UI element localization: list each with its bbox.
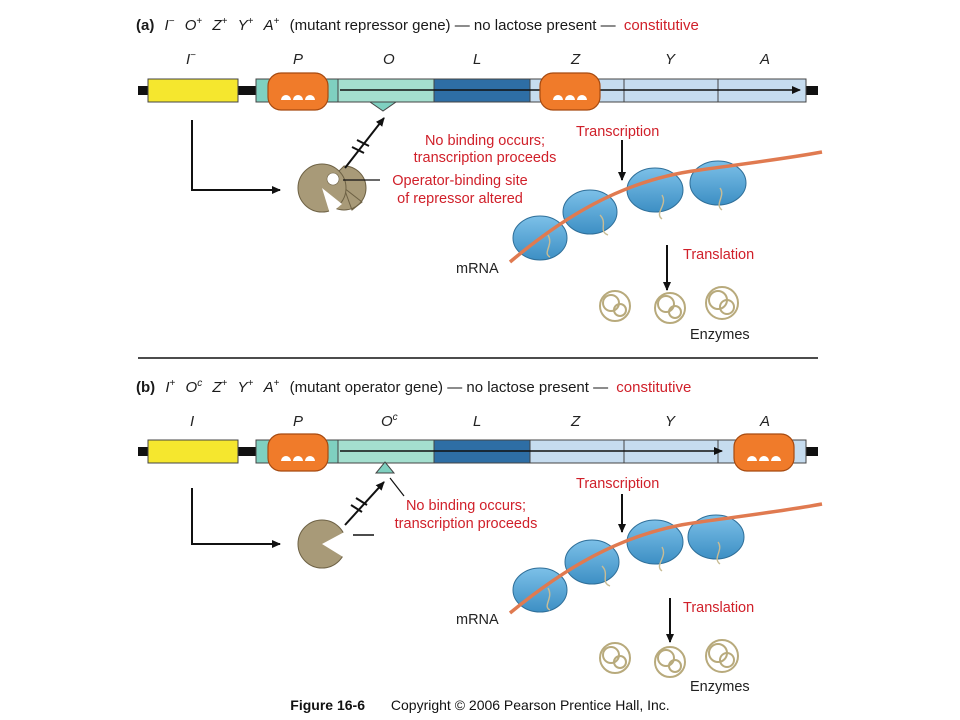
gene-label-p: P bbox=[293, 413, 303, 430]
translation-label-a: Translation bbox=[683, 247, 754, 263]
gene-label-i: I− bbox=[186, 50, 196, 68]
panel-b-title: (b) I+ Oc Z+ Y+ A+ (mutant operator gene… bbox=[136, 373, 691, 396]
i-gene-segment bbox=[147, 78, 239, 103]
mrna-strand-a bbox=[508, 150, 823, 264]
gene-label-z: Z bbox=[570, 51, 581, 68]
translation-label-b: Translation bbox=[683, 600, 754, 616]
no-binding-label-a1: No binding occurs; bbox=[425, 133, 545, 149]
operator-notch bbox=[368, 101, 398, 112]
ribosome-cluster-a bbox=[508, 150, 823, 264]
no-binding-label-b1: No binding occurs; bbox=[406, 498, 526, 514]
panel-a: (a) I− O+ Z+ Y+ A+ (mutant repressor gen… bbox=[136, 11, 823, 343]
rna-polymerase-b1 bbox=[267, 433, 329, 472]
rna-polymerase-a1 bbox=[267, 72, 329, 111]
mrna-label-a: mRNA bbox=[456, 261, 499, 277]
enzymes-a bbox=[599, 286, 739, 324]
enzymes-label-a: Enzymes bbox=[690, 327, 750, 343]
mrna-strand-b bbox=[508, 502, 823, 615]
gene-label-o: O bbox=[383, 51, 395, 68]
rna-polymerase-b2 bbox=[733, 433, 795, 472]
i-gene-segment bbox=[147, 439, 239, 464]
panel-a-title: (a) I− O+ Z+ Y+ A+ (mutant repressor gen… bbox=[136, 11, 699, 34]
enzymes-label-b: Enzymes bbox=[690, 679, 750, 695]
figure-number: Figure 16-6 bbox=[290, 697, 365, 713]
gene-label-y: Y bbox=[665, 51, 676, 68]
gene-labels-b: I P Oc L Z Y A bbox=[190, 412, 770, 430]
gene-label-i: I bbox=[190, 413, 194, 430]
dna-strand-a bbox=[138, 78, 818, 112]
figure-caption: Figure 16-6 Copyright © 2006 Pearson Pre… bbox=[0, 697, 960, 713]
gene-label-l: L bbox=[473, 51, 481, 68]
panel-b: (b) I+ Oc Z+ Y+ A+ (mutant operator gene… bbox=[136, 373, 823, 695]
site-note-a2: of repressor altered bbox=[397, 191, 523, 207]
gene-label-p: P bbox=[293, 51, 303, 68]
copyright-notice: Copyright © 2006 Pearson Prentice Hall, … bbox=[390, 697, 670, 713]
rna-polymerase-a2 bbox=[539, 72, 601, 111]
mrna-label-b: mRNA bbox=[456, 612, 499, 628]
altered-operator-notch bbox=[374, 461, 396, 474]
gene-label-a: A bbox=[759, 413, 770, 430]
gene-label-oc: Oc bbox=[381, 412, 398, 430]
expression-arrow-b bbox=[191, 488, 281, 548]
gene-labels-a: I− P O L Z Y A bbox=[186, 50, 770, 68]
enzymes-b bbox=[599, 639, 739, 678]
gene-label-z: Z bbox=[570, 413, 581, 430]
transcription-label-a: Transcription bbox=[576, 124, 659, 140]
ribosome-cluster-b bbox=[508, 502, 823, 615]
no-binding-label-b2: transcription proceeds bbox=[395, 516, 538, 532]
dna-strand-b bbox=[138, 439, 818, 474]
transcription-label-b: Transcription bbox=[576, 476, 659, 492]
gene-label-y: Y bbox=[665, 413, 676, 430]
repressor-a bbox=[297, 163, 367, 214]
no-binding-label-a2: transcription proceeds bbox=[414, 150, 557, 166]
gene-label-a: A bbox=[759, 51, 770, 68]
gene-label-l: L bbox=[473, 413, 481, 430]
site-note-a1: Operator-binding site bbox=[392, 173, 527, 189]
expression-arrow-a bbox=[191, 120, 281, 194]
repressor-b bbox=[297, 519, 348, 569]
